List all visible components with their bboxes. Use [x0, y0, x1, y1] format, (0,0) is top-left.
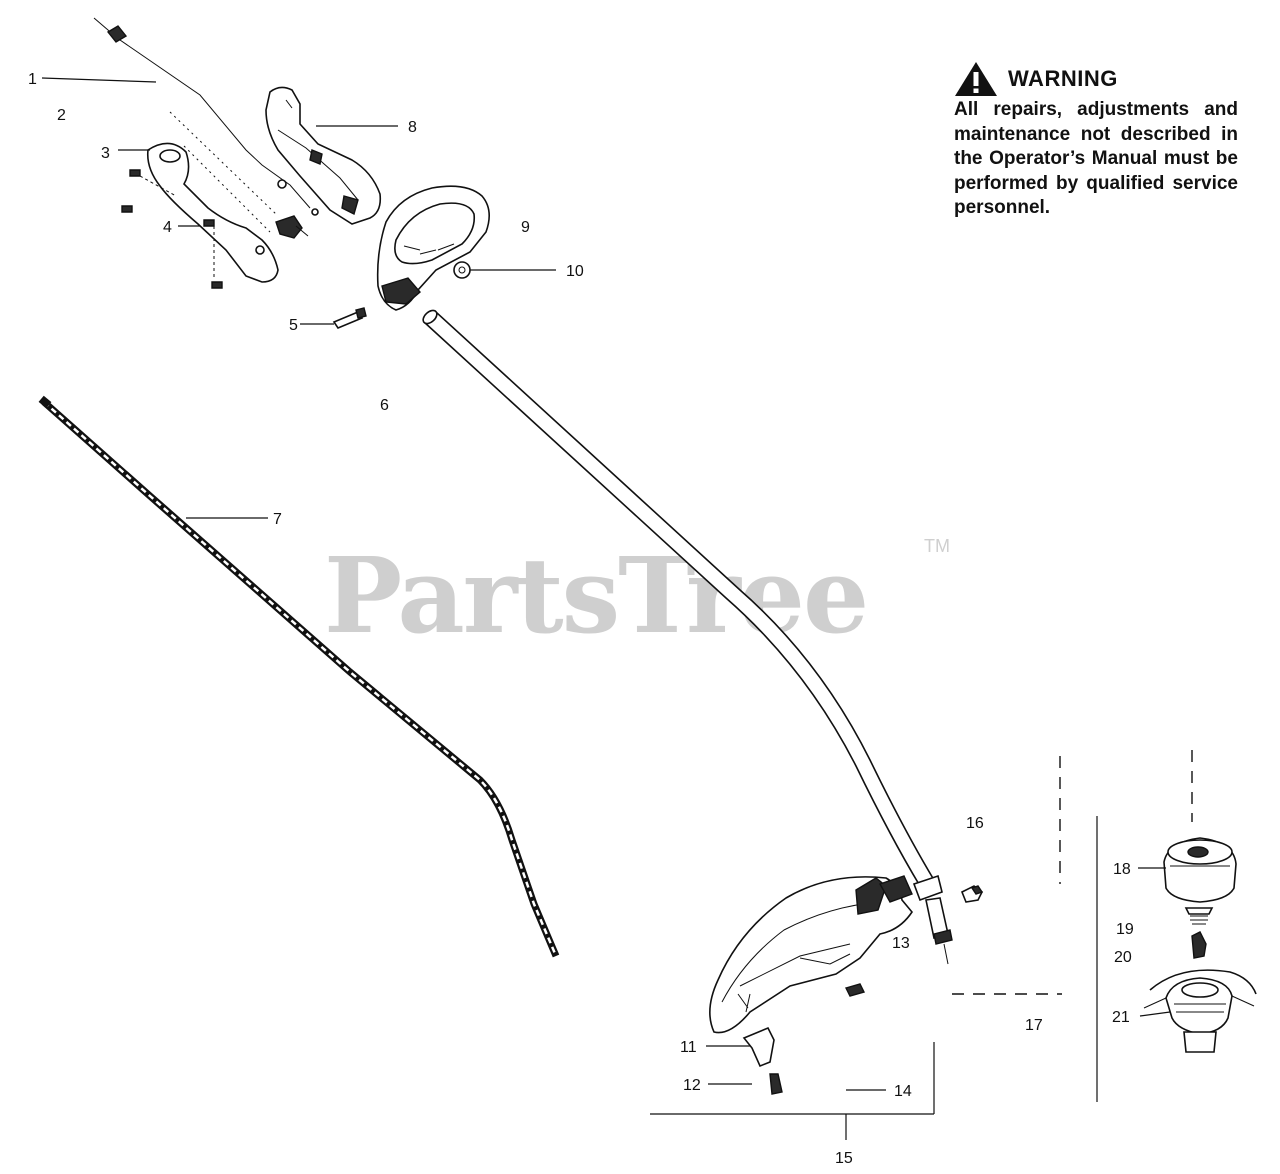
warning-text: All repairs, adjustments and maintenance… [954, 99, 1238, 218]
part-knob [453, 261, 471, 279]
leader-lines [41, 77, 1171, 1140]
warning-triangle-icon [955, 62, 997, 96]
watermark-tm: TM [924, 536, 950, 556]
part-throttle-cable [93, 17, 319, 216]
callout-18: 18 [1113, 861, 1131, 878]
warning-box: WARNING All repairs, adjustments and mai… [954, 60, 1238, 221]
callout-21: 21 [1112, 1009, 1130, 1026]
callout-16: 16 [966, 815, 984, 832]
callout-1: 1 [28, 71, 37, 88]
callout-7: 7 [273, 511, 282, 528]
callout-2: 2 [57, 107, 66, 124]
part-spool [1143, 969, 1257, 1053]
callout-5: 5 [289, 317, 298, 334]
assembly-lines [952, 750, 1193, 1102]
callout-13: 13 [892, 935, 910, 952]
callout-12: 12 [683, 1077, 701, 1094]
callout-14: 14 [894, 1083, 912, 1100]
callout-4: 4 [163, 219, 172, 236]
part-bolt [332, 307, 367, 329]
part-trimmer-head [1163, 837, 1237, 903]
callout-8: 8 [408, 119, 417, 136]
part-clamp-screw [960, 885, 984, 903]
part-loop-handle [376, 185, 490, 311]
callout-15: 15 [835, 1150, 853, 1167]
callout-17: 17 [1025, 1017, 1043, 1034]
part-drive-shaft [38, 395, 560, 958]
part-line-cutter [742, 1026, 783, 1095]
part-trigger [275, 215, 309, 239]
callout-9: 9 [521, 219, 530, 236]
callout-10: 10 [566, 263, 584, 280]
part-screws [121, 169, 223, 289]
part-drive-tube [422, 309, 953, 965]
part-small-screw [844, 983, 866, 997]
callout-3: 3 [101, 145, 110, 162]
callout-19: 19 [1116, 921, 1134, 938]
part-handle-half-right [265, 86, 382, 225]
callout-6: 6 [380, 397, 389, 414]
part-eyelet [1191, 931, 1207, 959]
part-handle-half-left [146, 142, 279, 283]
part-guard [709, 875, 913, 1034]
warning-header: WARNING [954, 60, 1238, 98]
callout-20: 20 [1114, 949, 1132, 966]
part-spring [1184, 907, 1214, 925]
callout-11: 11 [680, 1039, 697, 1056]
warning-title: WARNING [1008, 66, 1118, 91]
callout-labels: 1 2 3 4 5 6 7 8 9 10 11 12 13 14 15 16 1… [28, 71, 1134, 1167]
